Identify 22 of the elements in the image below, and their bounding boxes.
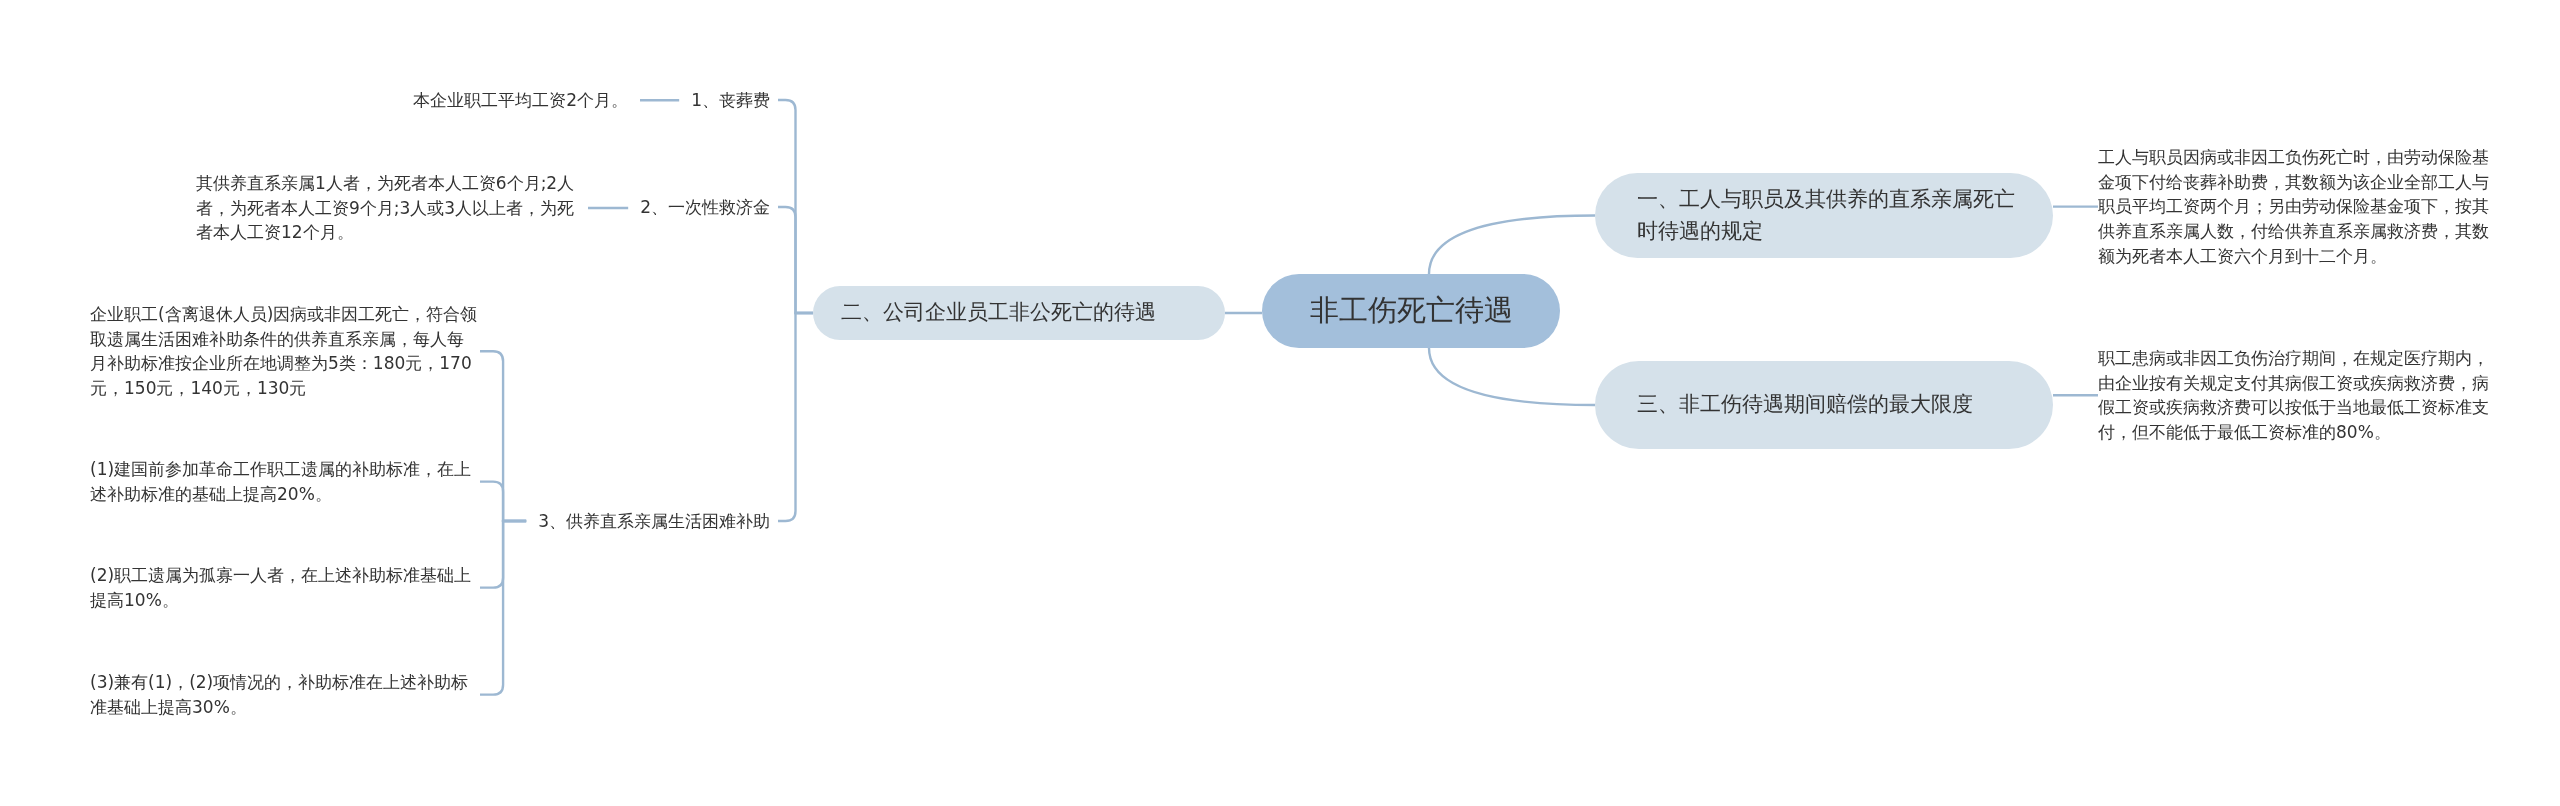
central-topic: 非工伤死亡待遇 — [1262, 274, 1560, 348]
connector-line — [640, 99, 680, 102]
connector-line — [2053, 205, 2098, 208]
subtopic-label: 3、供养直系亲属生活困难补助 — [526, 509, 778, 533]
topic-pill: 二、公司企业员工非公死亡的待遇 — [813, 286, 1225, 340]
detail-text: (3)兼有(1)，(2)项情况的，补助标准在上述补助标准基础上提高30%。 — [90, 670, 480, 720]
detail-text: 其供养直系亲属1人者，为死者本人工资6个月;2人者，为死者本人工资9个月;3人或3人以上者，为死者本人工资12个月。 — [196, 171, 588, 245]
connector-line — [1225, 311, 1262, 315]
detail-text: 本企业职工平均工资2个月。 — [413, 88, 640, 113]
detail-text: (2)职工遗属为孤寡一人者，在上述补助标准基础上提高10%。 — [90, 563, 480, 613]
connector-line — [1427, 214, 1596, 275]
subtopic-label: 1、丧葬费 — [679, 88, 778, 112]
detail-text: (1)建国前参加革命工作职工遗属的补助标准，在上述补助标准的基础上提高20%。 — [90, 457, 480, 507]
detail-text: 企业职工(含离退休人员)因病或非因工死亡，符合领取遗属生活困难补助条件的供养直系亲属，每人每月补助标准按企业所在地调整为5类：180元，170元，150元，140元，130元 — [90, 302, 480, 401]
connector-line — [2053, 394, 2098, 397]
detail-text: 职工患病或非因工负伤治疗期间，在规定医疗期内，由企业按有关规定支付其病假工资或疾病救济费，病假工资或疾病救济费可以按低于当地最低工资标准支付，但不能低于最低工资标准的80%。 — [2098, 346, 2493, 445]
detail-text: 工人与职员因病或非因工负伤死亡时，由劳动保险基金项下付给丧葬补助费，其数额为该企业全部工人与职员平均工资两个月；另由劳动保险基金项下，按其供养直系亲属人数，付给供养直系亲属救济费，其数额为死者本人工资六个月到十二个月。 — [2098, 145, 2493, 269]
connector-line — [1427, 347, 1595, 407]
connector-line — [588, 206, 629, 210]
topic-pill: 三、非工伤待遇期间赔偿的最大限度 — [1595, 361, 2053, 449]
subtopic-label: 2、一次性救济金 — [628, 195, 778, 219]
topic-pill: 一、工人与职员及其供养的直系亲属死亡时待遇的规定 — [1595, 173, 2053, 258]
